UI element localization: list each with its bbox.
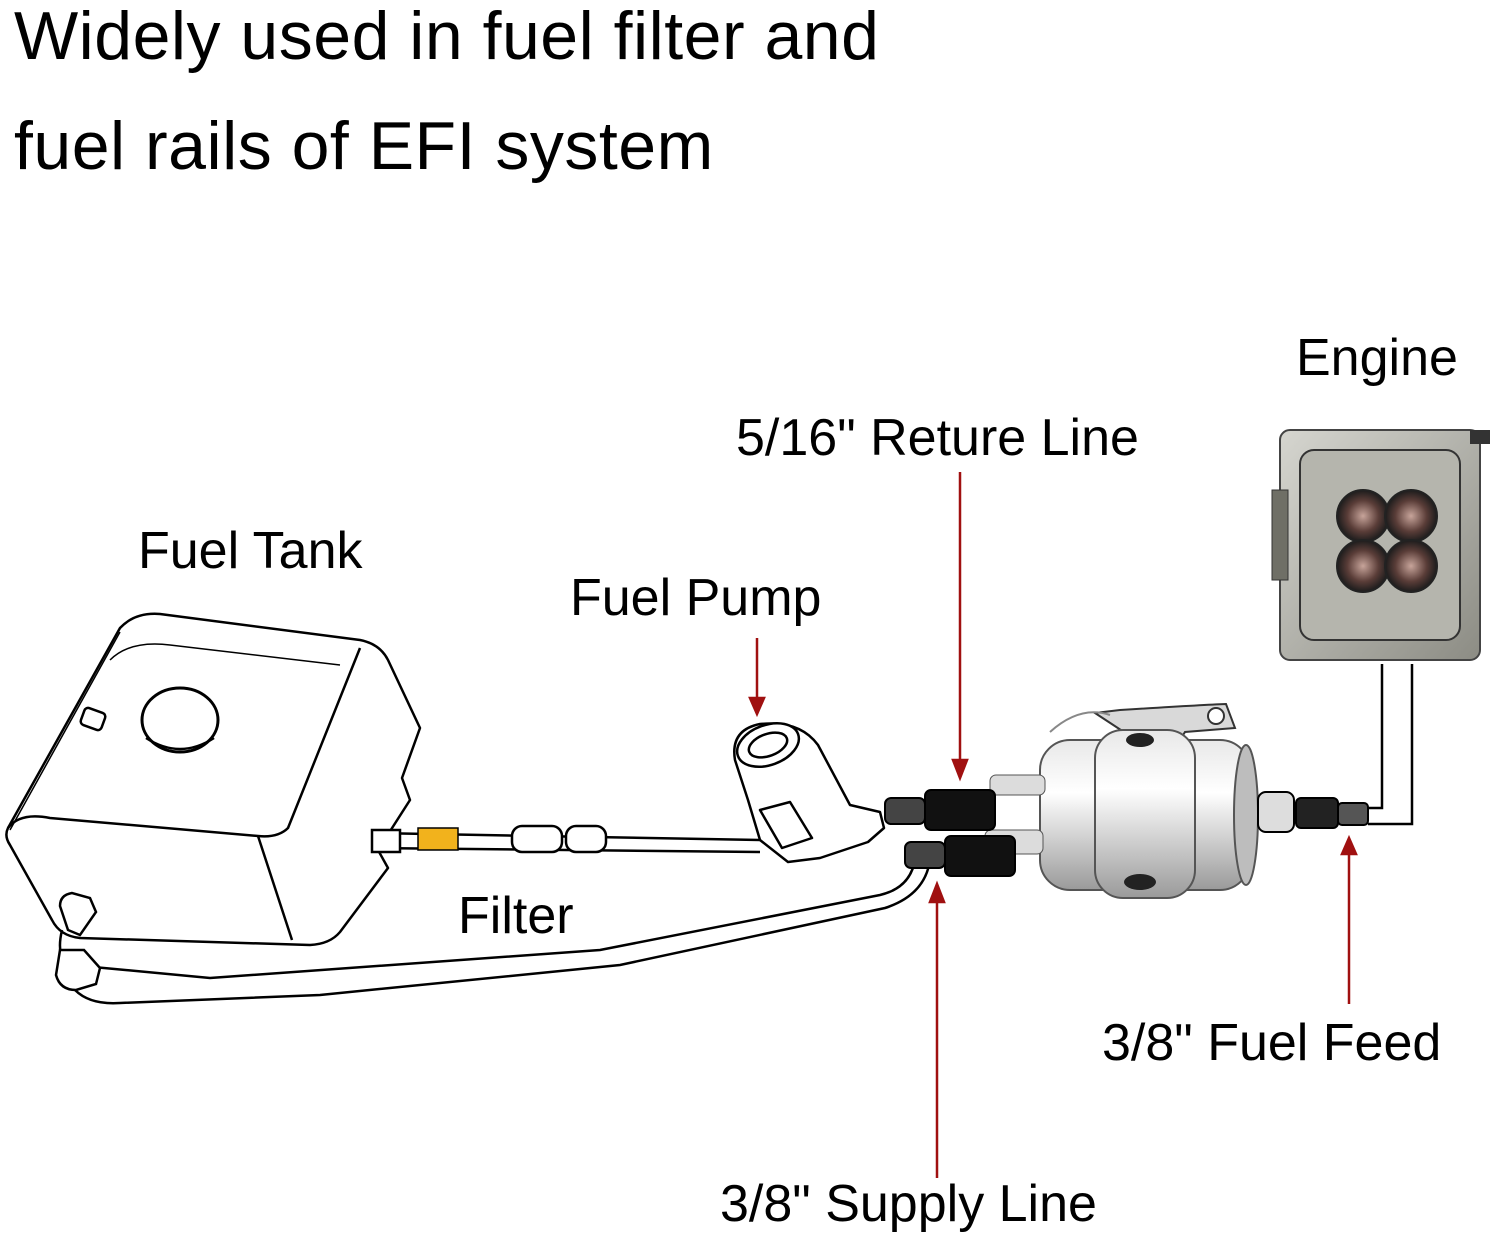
engine-throttle-body [1271, 429, 1490, 661]
title-line-2: fuel rails of EFI system [14, 108, 714, 184]
label-filter: Filter [458, 887, 574, 945]
fuel-pump-body [733, 722, 886, 864]
tank-to-pump-line [370, 824, 761, 854]
callout-arrows [748, 472, 1358, 1178]
arrow-supply-line [928, 880, 946, 1178]
label-engine: Engine [1296, 329, 1458, 387]
arrow-return-line [951, 472, 969, 782]
fuel-tank [5, 612, 422, 947]
label-fuel-pump: Fuel Pump [570, 569, 822, 627]
fittings [884, 789, 1369, 877]
inline-filter [417, 827, 459, 851]
return-line [54, 859, 932, 1005]
label-fuel-feed: 3/8" Fuel Feed [1102, 1014, 1442, 1072]
label-fuel-tank: Fuel Tank [138, 522, 363, 580]
fuel-filter-regulator [984, 702, 1259, 899]
label-return-line: 5/16" Reture Line [736, 409, 1139, 467]
feed-line [1368, 664, 1414, 826]
label-supply-line: 3/8" Supply Line [720, 1175, 1097, 1233]
title-line-1: Widely used in fuel filter and [14, 0, 880, 74]
arrow-fuel-pump [748, 638, 766, 718]
arrow-fuel-feed [1340, 834, 1358, 1004]
